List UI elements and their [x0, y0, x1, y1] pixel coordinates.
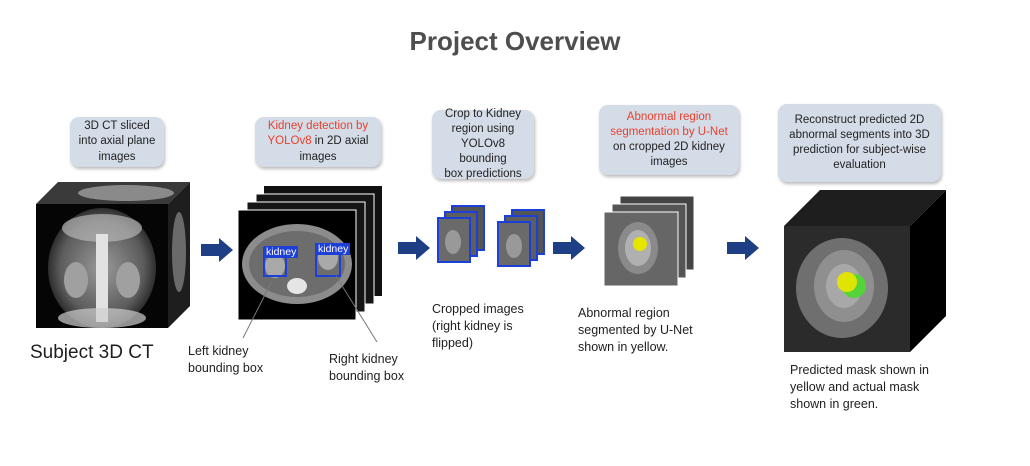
- step-1-line-1: 3D CT sliced: [84, 120, 150, 133]
- step-4-line-4: images: [650, 156, 688, 169]
- step-2-line-3: images: [299, 150, 337, 163]
- step-4-line-2: segmentation by U-Net: [610, 125, 728, 138]
- arrow-1-icon: [201, 238, 233, 262]
- step-2-red-yolo: YOLOv8: [267, 135, 312, 148]
- cropped-line-2: (right kidney is: [432, 318, 513, 333]
- step-5-line-3: prediction for subject-wise: [793, 144, 926, 156]
- left-bounding-box-label: Left kidney bounding box: [188, 343, 263, 377]
- predicted-line-1: Predicted mask shown in: [790, 363, 929, 377]
- step-3-line-2: region using: [451, 122, 515, 135]
- abnormal-line-2: segmented by U-Net: [578, 322, 693, 337]
- abnormal-line-1: Abnormal region: [578, 306, 670, 320]
- step-5-line-2: abnormal segments into 3D: [789, 128, 930, 141]
- arrow-4-icon: [727, 236, 759, 260]
- detection-tag-right: kidney: [316, 243, 351, 255]
- predicted-line-3: shown in green.: [790, 396, 879, 411]
- step-box-2-detection: Kidney detection by YOLOv8 in 2D axial i…: [255, 117, 381, 167]
- page-title: Project Overview: [409, 26, 621, 56]
- step-box-5-reconstruct: Reconstruct predicted 2D abnormal segmen…: [778, 104, 941, 182]
- step-2-line-2: YOLOv8 in 2D axial: [267, 134, 368, 149]
- step-1-line-3: images: [98, 150, 136, 163]
- arrow-3-icon: [553, 236, 585, 260]
- step-4-line-3: on cropped 2D kidney: [613, 141, 725, 153]
- arrow-2-icon: [398, 236, 430, 260]
- cropped-line-3: flipped): [432, 335, 473, 350]
- step-1-line-2: into axial plane: [78, 135, 156, 148]
- step-box-1-slicing: 3D CT sliced into axial plane images: [70, 117, 164, 167]
- right-box-line-2: bounding box: [329, 368, 405, 383]
- predicted-mask-label: Predicted mask shown in yellow and actua…: [790, 362, 929, 413]
- step-3-line-3: YOLOv8 bounding: [459, 137, 507, 166]
- cropped-kidney-images: [437, 205, 545, 267]
- detection-tag-left: kidney: [264, 246, 299, 258]
- right-bounding-box-label: Right kidney bounding box: [329, 351, 404, 385]
- abnormal-line-3: shown in yellow.: [578, 339, 669, 354]
- abnormal-region-label: Abnormal region segmented by U-Net shown…: [578, 305, 693, 356]
- predicted-line-2: yellow and actual mask: [790, 379, 920, 394]
- cropped-line-1: Cropped images: [432, 302, 524, 316]
- left-box-line-2: bounding box: [188, 360, 264, 375]
- subject-3d-ct-label: Subject 3D CT: [30, 342, 154, 363]
- segmented-kidney-stack-image: [603, 195, 695, 287]
- reconstructed-3d-cube-image: [784, 190, 946, 352]
- step-2-tail: in 2D axial: [314, 135, 369, 148]
- step-2-line-1: Kidney detection by: [267, 120, 369, 133]
- cropped-images-label: Cropped images (right kidney is flipped): [432, 301, 524, 352]
- step-3-line-1: Crop to Kidney: [444, 107, 522, 120]
- step-4-line-1: Abnormal region: [626, 110, 712, 123]
- step-3-line-4: box predictions: [444, 168, 522, 181]
- left-box-line-1: Left kidney: [188, 344, 249, 358]
- step-box-4-segmentation: Abnormal region segmentation by U-Net on…: [599, 105, 739, 175]
- right-box-line-1: Right kidney: [329, 352, 398, 366]
- step-box-3-crop: Crop to Kidney region using YOLOv8 bound…: [432, 107, 534, 181]
- step-5-line-4: evaluation: [833, 159, 886, 172]
- step-5-line-1: Reconstruct predicted 2D: [794, 113, 925, 126]
- ct-volume-cube-image: [36, 182, 190, 328]
